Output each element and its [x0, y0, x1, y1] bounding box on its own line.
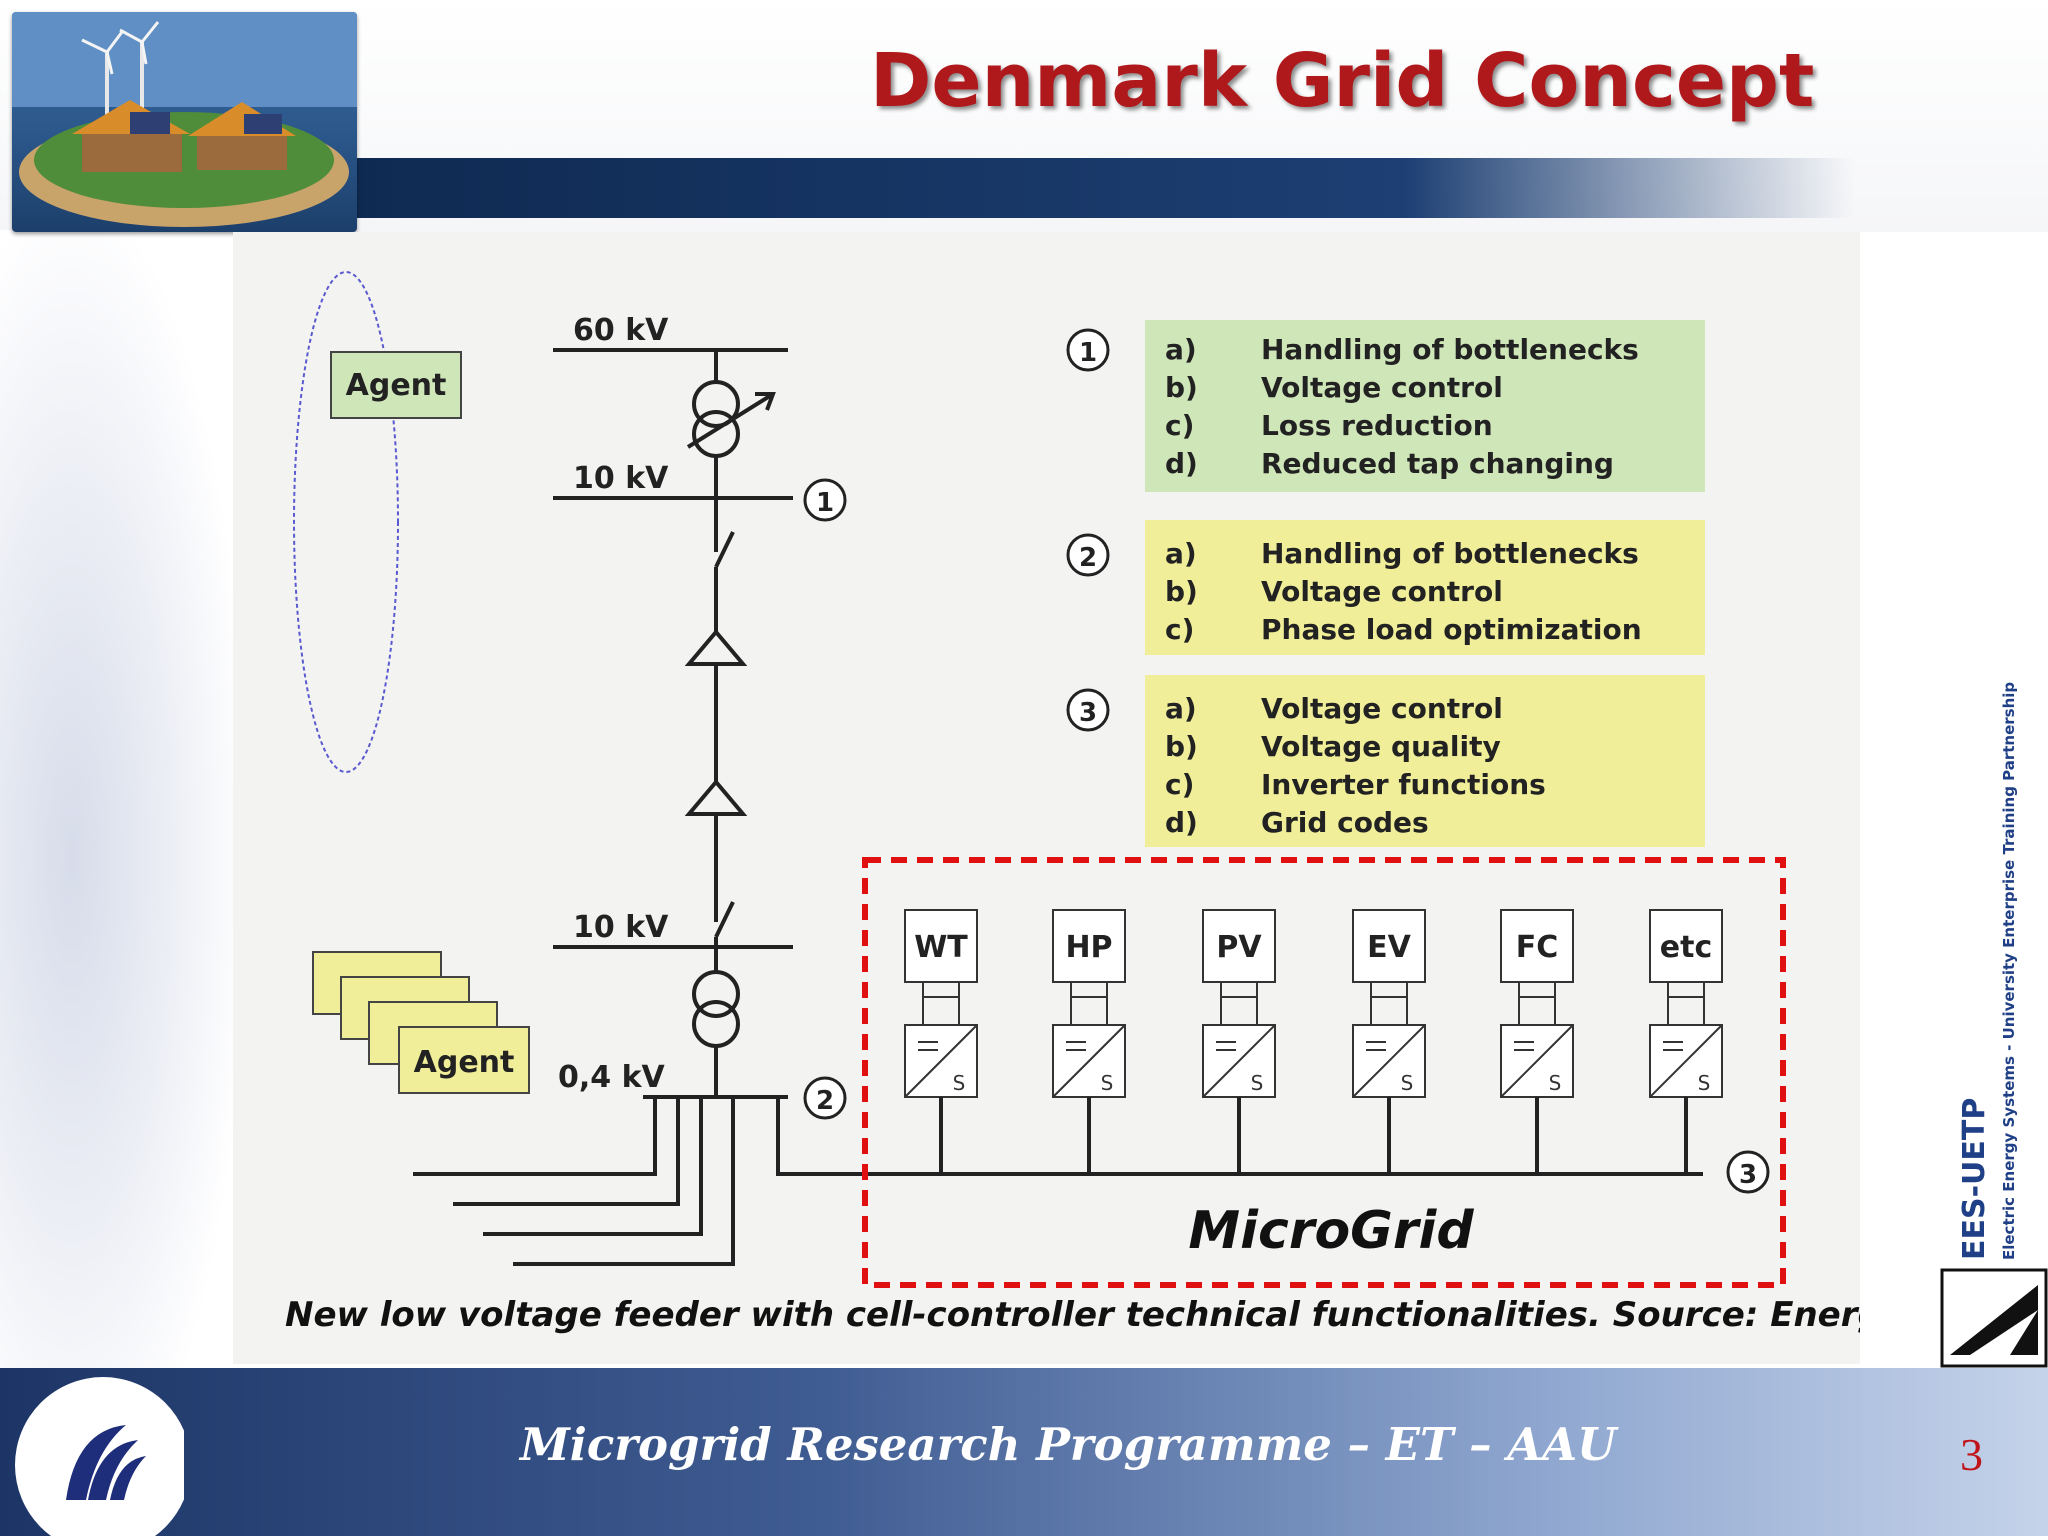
slide-title: Denmark Grid Concept: [870, 38, 1815, 124]
svg-text:b): b): [1165, 575, 1198, 608]
source-pv: PV S: [1202, 909, 1276, 1174]
svg-text:Loss reduction: Loss reduction: [1261, 409, 1493, 442]
svg-text:b): b): [1165, 730, 1198, 763]
svg-text:b): b): [1165, 371, 1198, 404]
svg-text:1: 1: [816, 488, 834, 518]
svg-text:3: 3: [1079, 698, 1097, 728]
figure-caption: New low voltage feeder with cell-control…: [285, 1295, 1860, 1335]
svg-text:a): a): [1165, 333, 1197, 366]
svg-text:Voltage quality: Voltage quality: [1261, 730, 1501, 763]
sponsor-subtitle: Electric Energy Systems - University Ent…: [2000, 682, 2018, 1260]
svg-text:3: 3: [1739, 1160, 1757, 1190]
main-feeder: [413, 348, 1703, 1266]
svg-text:S: S: [1101, 1071, 1114, 1095]
voltage-label-04kv: 0,4 kV: [558, 1060, 666, 1095]
voltage-label-10kv-lower: 10 kV: [573, 910, 669, 945]
left-decoration: [0, 230, 240, 1370]
svg-text:PV: PV: [1216, 930, 1262, 965]
sponsor-title: EES-UETP: [1957, 1098, 1992, 1260]
svg-text:Voltage control: Voltage control: [1261, 371, 1503, 404]
function-group-2: 2 a) Handling of bottlenecks b) Voltage …: [1066, 520, 1705, 655]
microgrid-boundary: [862, 857, 1786, 1288]
node-marker-2: 2: [803, 1076, 847, 1120]
svg-text:Voltage control: Voltage control: [1261, 575, 1503, 608]
svg-text:1: 1: [1079, 338, 1097, 368]
svg-text:FC: FC: [1516, 930, 1559, 965]
node-marker-3: 3: [1726, 1150, 1770, 1194]
svg-text:Phase load optimization: Phase load optimization: [1261, 613, 1642, 646]
svg-text:Voltage control: Voltage control: [1261, 692, 1503, 725]
diagram-canvas: Agent Agent: [285, 271, 2019, 1335]
svg-text:Handling of bottlenecks: Handling of bottlenecks: [1261, 333, 1639, 366]
svg-text:Handling of bottlenecks: Handling of bottlenecks: [1261, 537, 1639, 570]
aalborg-university-logo: [6, 1370, 191, 1540]
source-wt: WT S: [904, 909, 978, 1174]
page-number: 3: [1960, 1429, 1983, 1480]
agent-link-ellipse: [293, 271, 399, 773]
svg-text:S: S: [1549, 1071, 1562, 1095]
ees-uetp-logo: EES-UETP Electric Energy Systems - Unive…: [1940, 620, 2048, 1370]
svg-text:c): c): [1165, 613, 1194, 646]
agent-top-label: Agent: [346, 368, 447, 403]
svg-text:c): c): [1165, 768, 1194, 801]
footer-band: [0, 1368, 2048, 1536]
svg-text:c): c): [1165, 409, 1194, 442]
island-house-image: [12, 12, 357, 232]
svg-text:WT: WT: [914, 930, 968, 965]
header-ribbon: [355, 158, 1855, 218]
svg-text:d): d): [1165, 447, 1198, 480]
function-group-1: 1 a) Handling of bottlenecks b) Voltage …: [1066, 320, 1705, 492]
svg-text:S: S: [1251, 1071, 1264, 1095]
svg-text:EV: EV: [1367, 930, 1411, 965]
svg-text:etc: etc: [1660, 930, 1712, 965]
grid-diagram: Agent Agent: [233, 232, 2019, 1364]
source-etc: etc S: [1649, 909, 1723, 1174]
svg-text:S: S: [953, 1071, 966, 1095]
svg-text:S: S: [1401, 1071, 1414, 1095]
footer-programme-text: Microgrid Research Programme – ET – AAU: [520, 1418, 1617, 1471]
svg-text:2: 2: [816, 1086, 834, 1116]
voltage-label-60kv: 60 kV: [573, 313, 669, 348]
svg-text:S: S: [1698, 1071, 1711, 1095]
microgrid-label: MicroGrid: [1188, 1201, 1474, 1261]
source-ev: EV S: [1352, 909, 1426, 1174]
svg-text:Inverter functions: Inverter functions: [1261, 768, 1546, 801]
source-fc: FC S: [1500, 909, 1574, 1174]
svg-text:Reduced tap changing: Reduced tap changing: [1261, 447, 1614, 480]
voltage-label-10kv-upper: 10 kV: [573, 461, 669, 496]
svg-text:2: 2: [1079, 543, 1097, 573]
agent-stack: Agent: [312, 951, 530, 1094]
svg-text:Grid codes: Grid codes: [1261, 806, 1429, 839]
source-hp: HP S: [1052, 909, 1126, 1174]
agent-bottom-label: Agent: [414, 1045, 515, 1080]
node-marker-1: 1: [803, 478, 847, 522]
svg-text:a): a): [1165, 537, 1197, 570]
agent-top: Agent: [330, 351, 462, 419]
svg-text:d): d): [1165, 806, 1198, 839]
function-group-3: 3 a) Voltage control b) Voltage quality …: [1066, 675, 1705, 847]
svg-text:HP: HP: [1065, 930, 1112, 965]
svg-text:a): a): [1165, 692, 1197, 725]
